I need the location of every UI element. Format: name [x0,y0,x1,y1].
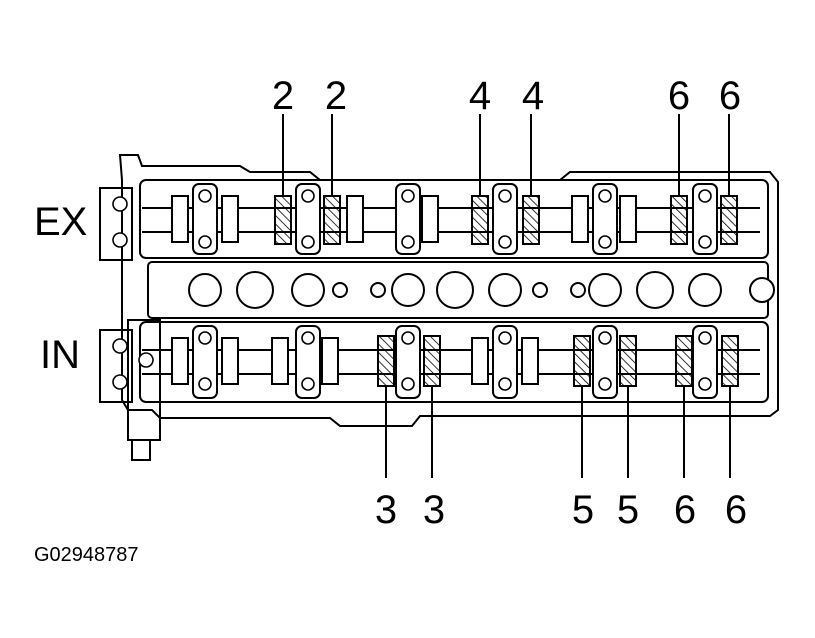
bolt [598,331,612,345]
bolt [112,232,128,248]
gallery-hole [436,271,474,309]
bolt [401,331,415,345]
gallery-hole [370,282,386,298]
intake-bearing-cap [592,325,618,399]
cam-lobe [421,195,439,243]
top-callout: 2 [324,74,348,118]
bolt [598,377,612,391]
gallery-hole [532,282,548,298]
bolt [112,374,128,390]
gallery-hole [236,271,274,309]
hatched-intake-cap [573,335,591,387]
intake-bearing-cap [492,325,518,399]
figure-id: G02948787 [34,544,139,566]
cam-lobe [221,195,239,243]
top-callout: 2 [271,74,295,118]
top-callout: 4 [468,74,492,118]
bottom-callout: 5 [616,488,640,532]
hatched-exhaust-cap [323,195,341,245]
bolt [698,377,712,391]
cam-lobe [221,337,239,385]
cam-lobe [271,337,289,385]
hatched-exhaust-cap [670,195,688,245]
gallery-hole [332,282,348,298]
gallery-hole [749,277,775,303]
hatched-exhaust-cap [471,195,489,245]
bolt [698,235,712,249]
bolt [698,331,712,345]
bolt [301,235,315,249]
gallery-hole [188,273,222,307]
exhaust-bearing-cap [192,183,218,255]
gallery-hole [391,273,425,307]
hatched-intake-cap [423,335,441,387]
exhaust-row-label: EX [34,200,88,244]
bolt [198,235,212,249]
bolt [401,377,415,391]
top-callout: 6 [667,74,691,118]
hatched-exhaust-cap [720,195,738,245]
bottom-callout: 3 [422,488,446,532]
exhaust-bearing-cap [395,183,421,255]
gallery-hole [688,273,722,307]
gallery-hole [636,271,674,309]
bolt [112,196,128,212]
cam-lobe [619,195,637,243]
bottom-callout: 6 [724,488,748,532]
hatched-exhaust-cap [274,195,292,245]
bolt [598,189,612,203]
gallery-hole [291,273,325,307]
exhaust-bearing-cap [295,183,321,255]
cam-lobe [321,337,339,385]
front-plate-bottom [99,329,133,403]
bolt [112,338,128,354]
exhaust-bearing-cap [692,183,718,255]
hatched-intake-cap [721,335,739,387]
bolt [498,331,512,345]
top-callout: 6 [718,74,742,118]
bolt [198,331,212,345]
cam-lobe [521,337,539,385]
bolt [698,189,712,203]
cam-lobe [571,195,589,243]
intake-bearing-cap [395,325,421,399]
bottom-callout: 5 [571,488,595,532]
cam-lobe [471,337,489,385]
bolt [401,235,415,249]
gallery-hole [588,273,622,307]
bolt [498,235,512,249]
intake-bearing-cap [192,325,218,399]
bolt [498,377,512,391]
hatched-exhaust-cap [522,195,540,245]
exhaust-bearing-cap [592,183,618,255]
bolt [401,189,415,203]
hatched-intake-cap [619,335,637,387]
cam-lobe [346,195,364,243]
bolt [301,189,315,203]
bolt [198,377,212,391]
bolt [301,377,315,391]
bolt [198,189,212,203]
intake-row-label: IN [40,333,80,377]
hatched-intake-cap [377,335,395,387]
bolt [598,235,612,249]
cam-lobe [171,337,189,385]
bolt [498,189,512,203]
exhaust-bearing-cap [492,183,518,255]
front-plate-top [99,187,133,261]
cam-lobe [171,195,189,243]
bottom-callout: 6 [673,488,697,532]
exhaust-cam-frame [139,179,769,259]
intake-bearing-cap [295,325,321,399]
gallery-hole [488,273,522,307]
top-callout: 4 [521,74,545,118]
hatched-intake-cap [675,335,693,387]
bolt [138,352,154,368]
bolt [301,331,315,345]
housing-outline [118,154,779,427]
bottom-callout: 3 [374,488,398,532]
bracket-stud [131,439,151,461]
gallery-hole [570,282,586,298]
